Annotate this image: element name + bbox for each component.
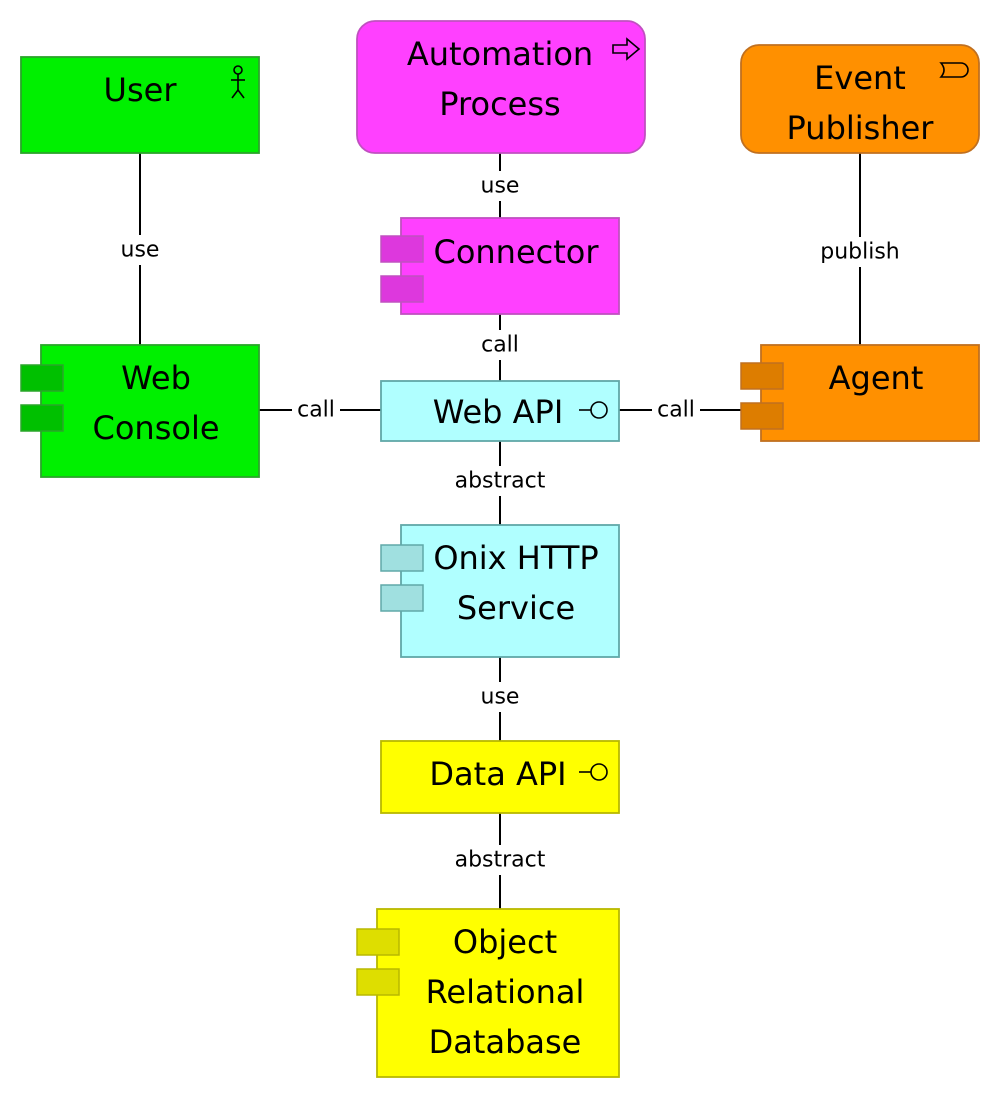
node-label-line: Automation xyxy=(407,35,593,73)
event-icon xyxy=(939,62,969,78)
node-label-line: Onix HTTP xyxy=(433,539,598,577)
edge-label-background xyxy=(478,682,522,712)
edge-agent-web_api: call xyxy=(619,395,761,425)
node-box xyxy=(380,380,620,442)
edge-label: call xyxy=(297,398,335,423)
node-onix-http-service[interactable]: Onix HTTP Service xyxy=(380,524,620,658)
edge-event_publisher-agent: publish xyxy=(814,153,906,345)
edge-label: abstract xyxy=(455,848,546,873)
edge-web_console-web_api: call xyxy=(259,395,381,425)
edge-label: publish xyxy=(820,240,900,265)
node-label-line: Process xyxy=(439,85,560,123)
node-data-api[interactable]: Data API xyxy=(380,740,620,814)
edge-label: call xyxy=(657,398,695,423)
edge-label-background xyxy=(448,466,552,496)
edge-label-background xyxy=(118,235,162,265)
edge-connector-web_api: call xyxy=(477,314,523,381)
edge-label-background xyxy=(477,330,523,360)
edge-automation_process-connector: use xyxy=(478,153,522,218)
node-box xyxy=(400,524,620,658)
actor-icon xyxy=(231,65,245,99)
edge-web_api-onix_http_service: abstract xyxy=(448,441,552,525)
node-label-line: Web API xyxy=(433,393,564,431)
edges: use use publish call call call abstract use abst… xyxy=(118,153,906,909)
edge-label: use xyxy=(481,685,520,710)
edge-onix_http_service-data_api: use xyxy=(478,657,522,741)
edge-label: abstract xyxy=(455,469,546,494)
node-label-line: User xyxy=(104,71,178,109)
edge-label: use xyxy=(121,238,160,263)
node-agent[interactable]: Agent xyxy=(740,344,980,442)
node-box xyxy=(20,56,260,154)
component-icon xyxy=(380,235,424,303)
edge-data_api-object_relational_database: abstract xyxy=(448,813,552,909)
component-icon xyxy=(740,362,784,430)
component-icon xyxy=(380,544,424,612)
node-label-line: Event xyxy=(814,59,906,97)
node-connector[interactable]: Connector xyxy=(380,217,620,315)
node-user[interactable]: User xyxy=(20,56,260,154)
interface-icon xyxy=(579,763,608,781)
node-box xyxy=(376,908,620,1078)
node-box xyxy=(356,20,646,154)
node-box xyxy=(40,344,260,478)
node-label-line: Connector xyxy=(433,233,599,271)
node-box xyxy=(740,44,980,154)
node-label-line: Object xyxy=(453,923,557,961)
interface-icon xyxy=(579,401,608,419)
process-arrow-icon xyxy=(612,37,641,61)
node-box xyxy=(400,217,620,315)
node-label-line: Web xyxy=(121,359,191,397)
node-label-line: Database xyxy=(429,1023,582,1061)
node-label-line: Relational xyxy=(426,973,585,1011)
component-icon xyxy=(356,928,400,996)
node-web-api[interactable]: Web API xyxy=(380,380,620,442)
edge-user-web_console: use xyxy=(118,153,162,345)
edge-label-background xyxy=(478,171,522,201)
node-label-line: Data API xyxy=(429,755,566,793)
node-box xyxy=(380,740,620,814)
edge-label: call xyxy=(481,333,519,358)
node-label-line: Console xyxy=(92,409,219,447)
edge-label-background xyxy=(652,395,700,425)
component-icon xyxy=(20,364,64,432)
edge-label-background xyxy=(448,845,552,875)
edge-label-background xyxy=(814,237,906,267)
node-label-line: Service xyxy=(457,589,575,627)
edge-label: use xyxy=(481,174,520,199)
node-label-line: Agent xyxy=(829,359,924,397)
node-box xyxy=(760,344,980,442)
edge-label-background xyxy=(292,395,340,425)
node-label-line: Publisher xyxy=(787,109,935,147)
